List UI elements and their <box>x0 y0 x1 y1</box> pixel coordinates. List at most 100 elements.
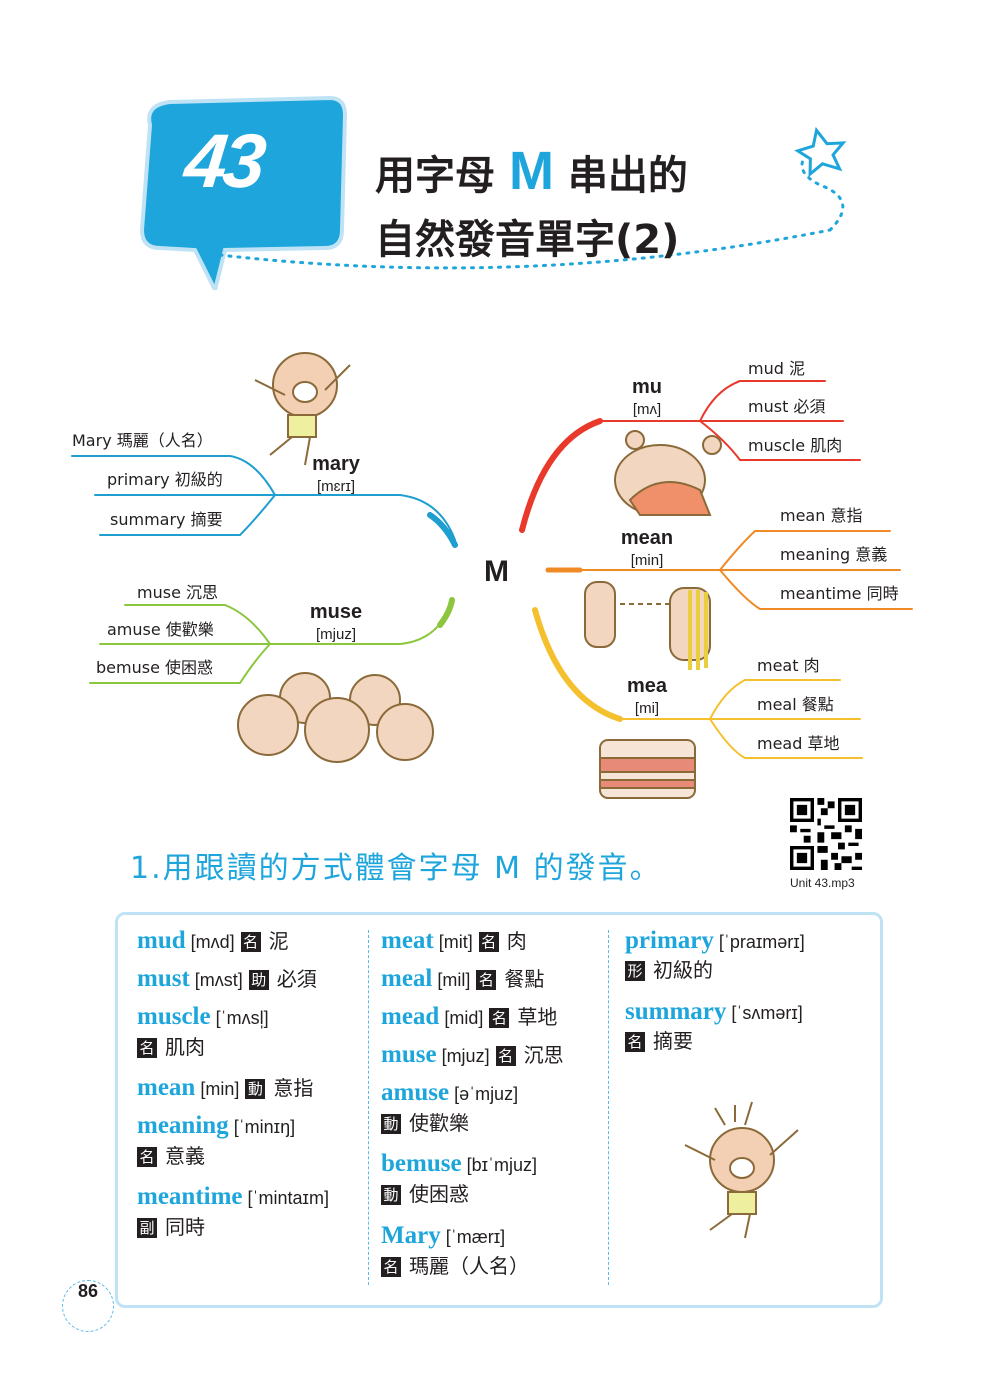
vocab-word: meaning <box>137 1112 229 1139</box>
node-word: mary <box>312 453 360 475</box>
vocab-entry: muscle[ˈmʌsl̩] <box>137 1003 269 1031</box>
part-of-speech-badge: 助 <box>248 970 269 990</box>
part-of-speech-badge: 動 <box>245 1079 266 1099</box>
vocab-entry: mud[mʌd]名泥 <box>137 927 289 955</box>
vocab-entry: meaning[ˈminɪŋ] <box>137 1112 295 1140</box>
column-divider <box>608 930 609 1285</box>
mindmap-leaf: amuse 使歡樂 <box>107 620 214 639</box>
vocab-word: mean <box>137 1074 196 1101</box>
title-text: 串出的 <box>553 153 688 199</box>
vocab-meaning: 餐點 <box>504 967 545 991</box>
vocab-meaning: 使困惑 <box>409 1182 469 1206</box>
vocab-ipa: [ˈsʌmərɪ] <box>731 1003 803 1023</box>
mindmap-node-mu: mu [mʌ] <box>632 376 662 418</box>
vocab-word: Mary <box>381 1222 441 1249</box>
vocab-ipa: [mjuz] <box>441 1046 490 1066</box>
vocab-entry: summary[ˈsʌmərɪ] <box>625 998 803 1026</box>
vocab-ipa: [mid] <box>444 1008 484 1028</box>
mindmap-node-mea: mea [mi] <box>627 675 667 717</box>
vocab-meaning: 沉思 <box>523 1043 564 1067</box>
vocab-entry: 名摘要 <box>625 1031 693 1052</box>
speech-bubble-icon <box>139 95 348 290</box>
vocab-entry: 動使歡樂 <box>381 1113 469 1134</box>
vocab-entry: must[mʌst]助必須 <box>137 965 317 993</box>
vocab-word: primary <box>625 927 714 954</box>
vocab-entry: mean[min]動意指 <box>137 1074 313 1102</box>
vocab-word: amuse <box>381 1079 450 1106</box>
star-icon <box>794 126 847 178</box>
vocab-word: mud <box>137 927 186 954</box>
vocab-meaning: 必須 <box>276 967 317 991</box>
node-ipa: [min] <box>630 552 664 569</box>
node-word: mea <box>626 675 668 697</box>
vocab-meaning: 泥 <box>268 929 289 953</box>
part-of-speech-badge: 名 <box>137 1147 157 1167</box>
title-letter: M <box>508 141 554 201</box>
mindmap-lines <box>71 352 913 799</box>
part-of-speech-badge: 名 <box>240 932 261 952</box>
mindmap-leaf: meantime 同時 <box>780 584 899 603</box>
vocab-meaning: 使歡樂 <box>409 1111 469 1135</box>
jumping-kid-illustration <box>254 352 351 466</box>
vocab-entry: meat[mit]名肉 <box>381 927 527 955</box>
vocabulary-box <box>115 912 883 1308</box>
audio-track-label: Unit 43.mp3 <box>790 876 855 890</box>
vocab-entry: meal[mil]名餐點 <box>381 965 544 993</box>
vocab-meaning: 初級的 <box>653 958 713 982</box>
vocab-ipa: [mʌst] <box>194 970 243 990</box>
node-word: muse <box>309 601 363 623</box>
vocab-entry: muse[mjuz]名沉思 <box>381 1041 564 1069</box>
vocab-entry: 名意義 <box>137 1146 205 1167</box>
mindmap-leaf: must 必須 <box>748 397 826 416</box>
node-word: mu <box>632 376 662 398</box>
mindmap-leaf: primary 初級的 <box>107 470 223 489</box>
vocab-meaning: 意指 <box>273 1076 314 1100</box>
section-heading: 1.用跟讀的方式體會字母 M 的發音。 <box>130 851 662 886</box>
vocab-entry: 形初級的 <box>625 960 713 981</box>
header-decoration <box>139 95 847 290</box>
node-ipa: [mʌ] <box>632 401 662 418</box>
vocab-ipa: [mit] <box>438 932 473 952</box>
node-word: mean <box>620 527 674 549</box>
mindmap-node-muse: muse[mjuz] <box>310 601 362 643</box>
part-of-speech-badge: 名 <box>625 1032 645 1052</box>
qr-code-icon[interactable] <box>790 798 862 870</box>
vocab-ipa: [ˈpraɪmərɪ] <box>718 932 805 952</box>
part-of-speech-badge: 動 <box>381 1185 401 1205</box>
mindmap-leaf: Mary 瑪麗（人名） <box>72 431 213 450</box>
mindmap-node-mean: mean [min] <box>621 527 673 569</box>
vocab-entry: Mary[ˈmærɪ] <box>381 1222 505 1250</box>
page-title-line2: 自然發音單字(2) <box>375 217 680 263</box>
vocab-entry: 名肌肉 <box>137 1037 205 1058</box>
vocab-word: meat <box>381 927 434 954</box>
node-ipa: [mɛrɪ] <box>316 478 356 495</box>
two-faces-illustration <box>584 581 711 670</box>
part-of-speech-badge: 名 <box>495 1046 516 1066</box>
vocab-ipa: [bɪˈmjuz] <box>466 1155 537 1175</box>
muscle-man-illustration <box>614 430 722 516</box>
vocab-entry: meantime[ˈmintaɪm] <box>137 1183 329 1211</box>
jumping-kid-illustration <box>684 1101 799 1239</box>
mindmap-leaf: meat 肉 <box>757 656 820 675</box>
vocab-meaning: 摘要 <box>653 1029 693 1053</box>
vocab-entry: 副同時 <box>137 1217 205 1238</box>
page-title-line1: 用字母 M 串出的 <box>375 140 688 202</box>
mindmap-node-mary: mary [mɛrɪ] <box>312 453 360 495</box>
node-ipa: [mi] <box>634 700 660 717</box>
vocab-meaning: 草地 <box>517 1005 558 1029</box>
vocab-entry: 名瑪麗（人名） <box>381 1256 529 1277</box>
vocab-meaning: 肉 <box>506 929 527 953</box>
part-of-speech-badge: 名 <box>478 932 499 952</box>
mindmap-leaf: bemuse 使困惑 <box>96 658 213 677</box>
vocab-entry: 動使困惑 <box>381 1184 469 1205</box>
part-of-speech-badge: 動 <box>381 1114 401 1134</box>
vocab-entry: mead[mid]名草地 <box>381 1003 557 1031</box>
meat-sandwich-illustration <box>599 739 696 799</box>
vocab-word: summary <box>625 998 727 1025</box>
part-of-speech-badge: 名 <box>381 1257 401 1277</box>
mindmap-leaf: mead 草地 <box>757 734 840 753</box>
part-of-speech-badge: 形 <box>625 961 645 981</box>
vocab-word: muscle <box>137 1003 211 1030</box>
mindmap-leaf: meaning 意義 <box>780 545 888 564</box>
vocab-word: bemuse <box>381 1150 462 1177</box>
